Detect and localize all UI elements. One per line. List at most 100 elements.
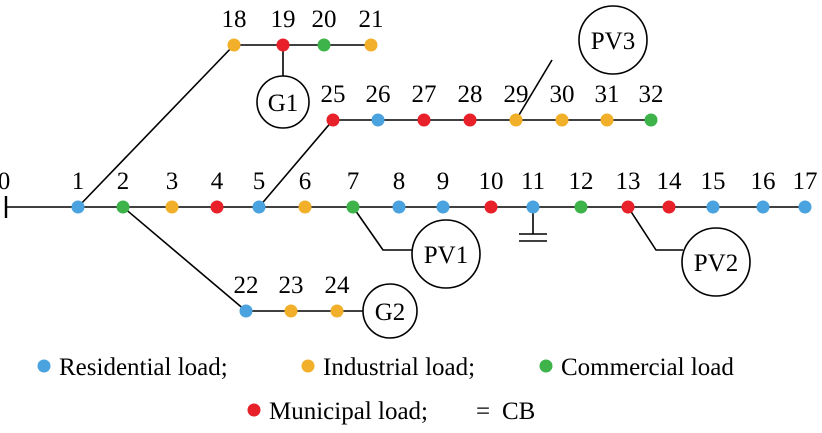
- pv3-label: PV3: [591, 28, 635, 55]
- pv1-connection-line: [352, 206, 416, 251]
- legend-commercial-label: Commercial load: [561, 354, 734, 381]
- bus-20-node: [317, 38, 331, 52]
- bus-3-node: [165, 200, 179, 214]
- bus-29-node: [509, 113, 523, 127]
- generators: G1 G2 PV1 PV2 PV3: [256, 5, 751, 339]
- bus-21-node: [364, 38, 378, 52]
- bus-9-label: 9: [437, 168, 450, 195]
- bus-12-label: 12: [569, 168, 594, 195]
- bus-0-label: 0: [0, 168, 10, 195]
- legend-municipal-dot: [247, 403, 261, 417]
- bus-29-label: 29: [504, 81, 529, 108]
- bus-16-node: [756, 200, 770, 214]
- bus-13-label: 13: [616, 168, 641, 195]
- bus-31-label: 31: [595, 81, 620, 108]
- generator-g1: G1: [256, 75, 310, 129]
- bus-22-node: [239, 304, 253, 318]
- bus-16-label: 16: [751, 168, 776, 195]
- bus-1-label: 1: [72, 168, 85, 195]
- bus-20-label: 20: [312, 6, 337, 33]
- bus-26-label: 26: [366, 81, 391, 108]
- bus-12-node: [574, 200, 588, 214]
- g2-circle: [362, 283, 418, 339]
- bus-14-node: [662, 200, 676, 214]
- bus-11-label: 11: [521, 168, 545, 195]
- g1-label: G1: [268, 90, 299, 117]
- legend-cb-symbol: =: [476, 398, 490, 425]
- bus-32-label: 32: [639, 81, 664, 108]
- bus-11-node: [526, 200, 540, 214]
- bus-8-node: [392, 200, 406, 214]
- branch-line-5-25: [258, 119, 334, 208]
- bus-5-label: 5: [253, 168, 266, 195]
- bus-10-node: [484, 200, 498, 214]
- branch-line-2-22: [122, 206, 247, 312]
- bus-32-node: [644, 113, 658, 127]
- generator-g2: G2: [362, 283, 418, 339]
- bus-17-node: [798, 200, 812, 214]
- generator-pv1: PV1: [411, 219, 481, 289]
- bus-28-node: [463, 113, 477, 127]
- legend: Residential load; Industrial load; Comme…: [37, 354, 734, 425]
- bus-27-label: 27: [412, 81, 437, 108]
- bus-23-label: 23: [279, 272, 304, 299]
- pv2-circle: [681, 227, 751, 297]
- bus-17-label: 17: [793, 168, 818, 195]
- legend-industrial-dot: [301, 359, 315, 373]
- bus-9-node: [436, 200, 450, 214]
- g2-label: G2: [375, 299, 406, 326]
- generator-pv3: PV3: [578, 5, 648, 75]
- bus-27-node: [417, 113, 431, 127]
- bus-19-node: [276, 38, 290, 52]
- legend-cb-label: CB: [502, 398, 535, 425]
- bus-18-label: 18: [222, 6, 247, 33]
- bus-5-node: [252, 200, 266, 214]
- bus-25-label: 25: [321, 81, 346, 108]
- bus-6-label: 6: [299, 168, 312, 195]
- branch-line-1-18: [77, 44, 235, 208]
- bus-15-node: [706, 200, 720, 214]
- bus-19-label: 19: [271, 6, 296, 33]
- bus-24-node: [330, 304, 344, 318]
- bus-21-label: 21: [359, 6, 384, 33]
- legend-commercial-dot: [539, 359, 553, 373]
- legend-municipal-label: Municipal load;: [269, 398, 428, 425]
- pv1-circle: [411, 219, 481, 289]
- bus-30-node: [555, 113, 569, 127]
- bus-28-label: 28: [458, 81, 483, 108]
- legend-residential-dot: [37, 359, 51, 373]
- bus-10-label: 10: [479, 168, 504, 195]
- g1-circle: [256, 75, 310, 129]
- bus-15-label: 15: [701, 168, 726, 195]
- bus-26-node: [371, 113, 385, 127]
- bus-18-node: [227, 38, 241, 52]
- bus-7-label: 7: [347, 168, 360, 195]
- legend-residential-label: Residential load;: [59, 354, 228, 381]
- bus-4-label: 4: [211, 168, 224, 195]
- bus-6-node: [298, 200, 312, 214]
- bus-7-node: [346, 200, 360, 214]
- bus-31-node: [600, 113, 614, 127]
- bus-14-label: 14: [657, 168, 683, 195]
- bus-22-label: 22: [234, 272, 259, 299]
- bus-24-label: 24: [325, 272, 351, 299]
- bus-25-node: [326, 113, 340, 127]
- bus-23-node: [284, 304, 298, 318]
- pv2-label: PV2: [694, 250, 738, 277]
- pv3-connection-line: [515, 59, 553, 121]
- bus-2-label: 2: [117, 168, 130, 195]
- bus-3-label: 3: [166, 168, 179, 195]
- bus-1-node: [71, 200, 85, 214]
- bus-2-node: [116, 200, 130, 214]
- bus-4-node: [210, 200, 224, 214]
- pv1-label: PV1: [424, 242, 468, 269]
- bus-13-node: [621, 200, 635, 214]
- pv3-circle: [578, 5, 648, 75]
- bus-30-label: 30: [550, 81, 575, 108]
- generator-pv2: PV2: [681, 227, 751, 297]
- bus-8-label: 8: [393, 168, 406, 195]
- legend-industrial-label: Industrial load;: [323, 354, 475, 381]
- pv2-connection-line: [627, 206, 683, 251]
